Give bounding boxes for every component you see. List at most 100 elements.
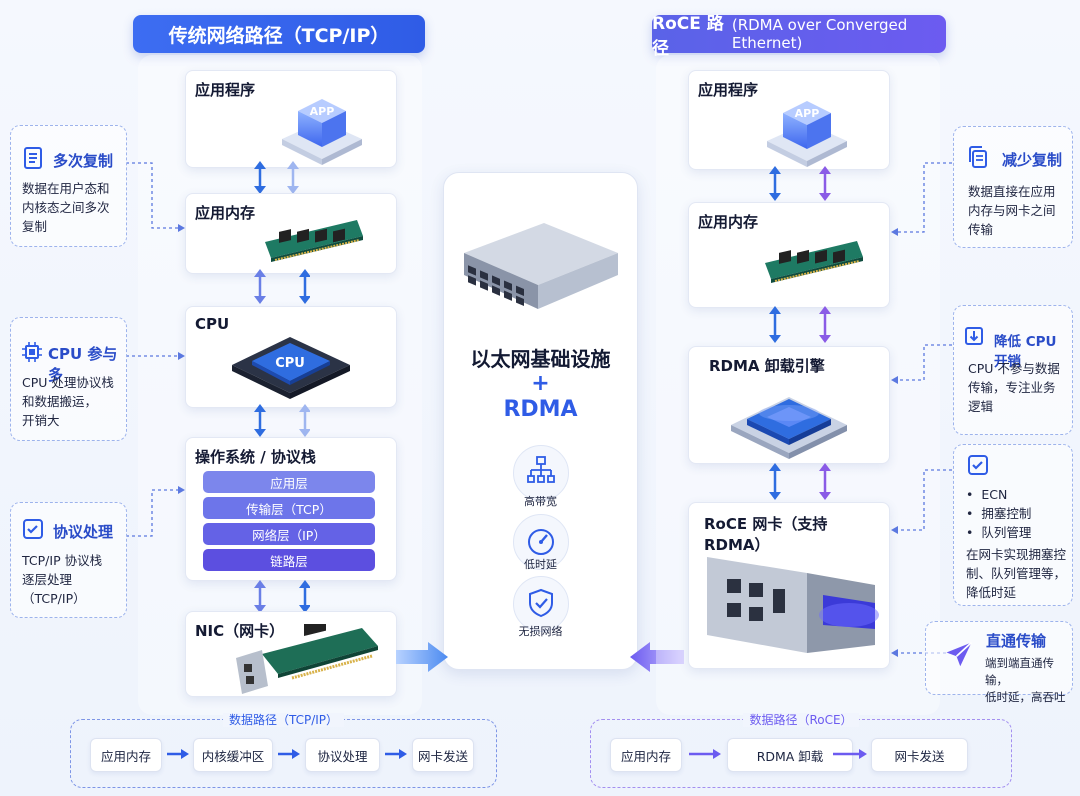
left-note-3-text: TCP/IP 协议栈逐层处理（TCP/IP） <box>22 553 103 606</box>
left-to-center-arrow <box>396 642 448 672</box>
flow-roce-step-1: 应用内存 <box>610 738 682 772</box>
cpu-chip-icon: CPU <box>232 337 350 399</box>
center-title-rdma: RDMA <box>503 397 578 422</box>
left-app-chip-text: APP <box>310 105 335 118</box>
left-nic-card: NIC（网卡） <box>185 611 397 697</box>
right-notes-connectors <box>891 162 952 657</box>
memory-module-icon <box>765 241 863 283</box>
left-note-1-title: 多次复制 <box>53 152 114 170</box>
feature-bandwidth-label: 高带宽 <box>524 495 557 508</box>
right-app-card: 应用程序 APP <box>688 70 890 170</box>
memory-module-icon <box>265 220 363 262</box>
right-note-4-text: 端到端直通传输，低时延，高吞吐 <box>985 656 1066 704</box>
left-path-title: 传统网络路径（TCP/IP） <box>133 15 425 53</box>
center-plus: + <box>531 371 550 396</box>
left-note-3-title: 协议处理 <box>53 523 114 541</box>
speedometer-icon <box>528 529 554 555</box>
flow-arrow-icon <box>278 749 300 759</box>
layer-application: 应用层 <box>203 471 375 493</box>
right-memory-card: 应用内存 <box>688 202 890 308</box>
right-note-reduce-cpu: 降低 CPU 开销 CPU 不参与数据传输，专注业务逻辑 <box>953 305 1073 435</box>
left-arrow-cpu-os <box>254 404 310 437</box>
paper-plane-icon <box>946 641 973 667</box>
flow-arrow-icon <box>689 749 721 759</box>
right-note-congestion: • ECN • 拥塞控制 • 队列管理 在网卡实现拥塞控制、队列管理等，降低时延 <box>953 444 1073 606</box>
right-app-chip-text: APP <box>795 107 820 120</box>
left-arrow-memory-cpu <box>254 269 310 304</box>
left-note-1-text: 数据在用户态和内核态之间多次复制 <box>22 181 110 234</box>
left-os-stack-label: 操作系统 / 协议栈 <box>195 448 316 466</box>
app-cube-icon: APP <box>282 99 362 165</box>
right-rdma-engine-card: RDMA 卸载引擎 <box>688 346 890 464</box>
left-arrow-app-memory <box>254 161 299 194</box>
checklist-icon <box>968 455 988 475</box>
chip-down-icon <box>965 327 983 345</box>
left-note-2-title: CPU 参与多 <box>48 345 118 384</box>
flow-tcpip-step-2: 内核缓冲区 <box>193 738 273 772</box>
right-title-rest: (RDMA over Converged Ethernet) <box>731 16 908 52</box>
feature-latency <box>513 514 569 570</box>
flow-arrow-icon <box>167 749 189 759</box>
right-note-3-text: 在网卡实现拥塞控制、队列管理等，降低时延 <box>966 547 1067 600</box>
flow-tcpip: 数据路径（TCP/IP） 应用内存 内核缓冲区 协议处理 网卡发送 <box>70 713 497 788</box>
right-roce-nic-card: RoCE 网卡（支持 RDMA） <box>688 502 890 669</box>
nic-card-icon <box>236 624 378 694</box>
right-note-1-text: 数据直接在应用内存与网卡之间传输 <box>968 184 1056 237</box>
right-arrow-app-memory <box>769 166 831 201</box>
left-note-multiple-copy: 多次复制 数据在用户态和内核态之间多次复制 <box>10 125 127 247</box>
left-app-label: 应用程序 <box>195 81 256 99</box>
flow-roce: 数据路径（RoCE） 应用内存 RDMA 卸载 网卡发送 <box>590 713 1012 788</box>
left-nic-label: NIC（网卡） <box>195 622 285 640</box>
chip-icon <box>22 342 42 362</box>
copy-document-icon <box>969 146 987 168</box>
left-memory-card: 应用内存 <box>185 193 397 274</box>
right-path-title: RoCE 路径 (RDMA over Converged Ethernet) <box>652 14 946 59</box>
left-memory-label: 应用内存 <box>195 204 256 222</box>
network-switch-icon <box>464 223 618 309</box>
feature-latency-label: 低时延 <box>524 558 557 571</box>
right-note-1-title: 减少复制 <box>1002 151 1063 169</box>
document-icon <box>24 147 42 169</box>
flow-roce-step-2: RDMA 卸载 <box>727 738 853 772</box>
right-arrow-memory-engine <box>769 306 831 343</box>
right-memory-label: 应用内存 <box>698 213 759 231</box>
feature-bandwidth <box>513 445 569 501</box>
flow-tcpip-step-3: 协议处理 <box>305 738 380 772</box>
left-note-protocol: 协议处理 TCP/IP 协议栈逐层处理（TCP/IP） <box>10 502 127 618</box>
left-cpu-label: CPU <box>195 315 230 333</box>
left-cpu-card: CPU CPU <box>185 306 397 408</box>
left-note-cpu-heavy: CPU 参与多 CPU 处理协议栈和数据搬运，开销大 <box>10 317 127 441</box>
right-note-2-title: 降低 CPU 开销 <box>994 334 1057 370</box>
right-nic-label: RoCE 网卡（支持 RDMA） <box>704 515 828 554</box>
feature-lossless-label: 无损网络 <box>518 625 563 638</box>
right-note-3-bullets: • ECN • 拥塞控制 • 队列管理 <box>966 487 1032 540</box>
right-note-direct-transfer: 直通传输 端到端直通传输，低时延，高吞吐 <box>925 621 1073 704</box>
app-cube-icon: APP <box>767 101 847 167</box>
rdma-engine-chip-icon <box>731 397 847 459</box>
feature-lossless <box>513 576 569 632</box>
right-title-strong: RoCE 路径 <box>652 14 724 59</box>
right-note-reduce-copy: 减少复制 数据直接在应用内存与网卡之间传输 <box>953 126 1073 248</box>
right-to-center-arrow <box>630 642 684 672</box>
flow-arrow-icon <box>385 749 407 759</box>
flow-tcpip-step-1: 应用内存 <box>90 738 162 772</box>
left-cpu-chip-text: CPU <box>275 356 305 371</box>
flow-roce-title: 数据路径（RoCE） <box>591 711 1011 728</box>
roce-nic-icon <box>707 557 879 653</box>
shield-check-icon <box>529 588 553 618</box>
left-arrow-os-nic <box>254 580 310 613</box>
layer-network: 网络层（IP） <box>203 523 375 545</box>
layer-link: 链路层 <box>203 549 375 571</box>
checklist-icon <box>23 519 43 539</box>
left-notes-connectors <box>126 162 185 537</box>
center-title-ethernet: 以太网基础设施 <box>470 347 611 371</box>
left-app-card: 应用程序 APP <box>185 70 397 168</box>
ethernet-infrastructure-panel: 以太网基础设施 + RDMA 高带宽 低时延 无损网络 <box>443 172 638 670</box>
flow-tcpip-step-4: 网卡发送 <box>412 738 474 772</box>
layer-transport: 传输层（TCP） <box>203 497 375 519</box>
right-app-label: 应用程序 <box>698 81 759 99</box>
network-topology-icon <box>527 456 555 483</box>
right-note-2-text: CPU 不参与数据传输，专注业务逻辑 <box>968 361 1060 414</box>
flow-roce-step-3: 网卡发送 <box>871 738 968 772</box>
right-engine-label: RDMA 卸载引擎 <box>709 357 825 375</box>
